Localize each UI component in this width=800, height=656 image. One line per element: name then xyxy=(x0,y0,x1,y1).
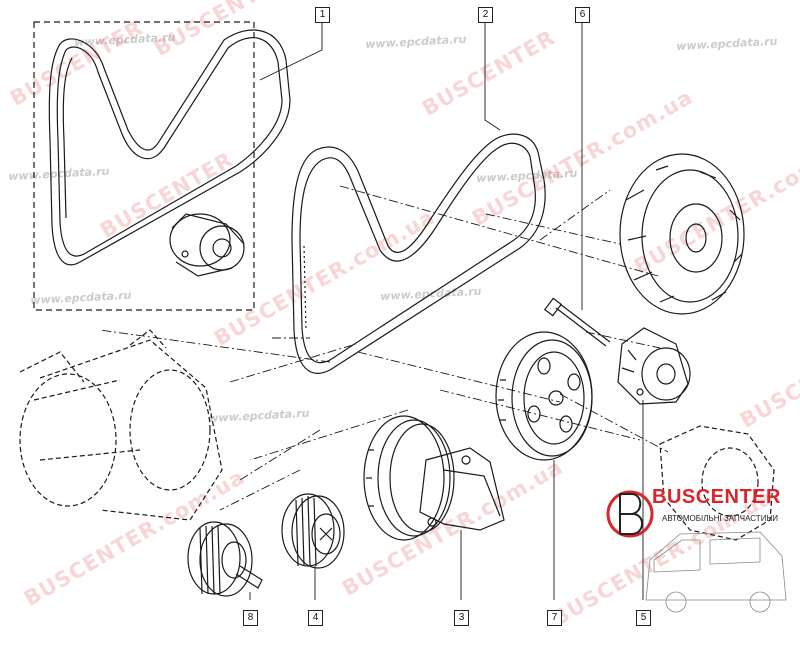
belt-kit-belt xyxy=(48,29,291,266)
pulley-7 xyxy=(495,331,593,461)
idler-pulley-8 xyxy=(187,521,263,597)
alternator-outline xyxy=(19,329,223,521)
callout-4: 4 xyxy=(308,610,323,626)
callout-3: 3 xyxy=(454,610,469,626)
kit-tensioner xyxy=(169,213,245,277)
van-illustration xyxy=(645,531,787,613)
crankshaft-pulley xyxy=(619,153,745,315)
logo-brand-text: BUSCENTER xyxy=(652,486,781,508)
belt-2 xyxy=(291,133,546,374)
buscenter-logo: BUSCENTER АВТОМОБІЛЬНІ ЗАПЧАСТИНИ xyxy=(604,484,800,546)
logo-tagline: АВТОМОБІЛЬНІ ЗАПЧАСТИНИ xyxy=(662,514,778,523)
steering-pump-outline xyxy=(659,425,775,541)
callout-8: 8 xyxy=(243,610,258,626)
kit-frame xyxy=(33,21,255,311)
leader-2 xyxy=(484,22,501,131)
leader-1 xyxy=(259,22,323,81)
callout-6: 6 xyxy=(575,7,590,23)
bolt xyxy=(543,297,611,347)
callout-5: 5 xyxy=(636,610,651,626)
pulley-3 xyxy=(363,415,505,541)
callout-7: 7 xyxy=(547,610,562,626)
callout-1: 1 xyxy=(315,7,330,23)
idler-pulley-4 xyxy=(281,493,345,569)
tensioner xyxy=(617,327,691,405)
logo-mark xyxy=(606,490,654,538)
callout-2: 2 xyxy=(478,7,493,23)
